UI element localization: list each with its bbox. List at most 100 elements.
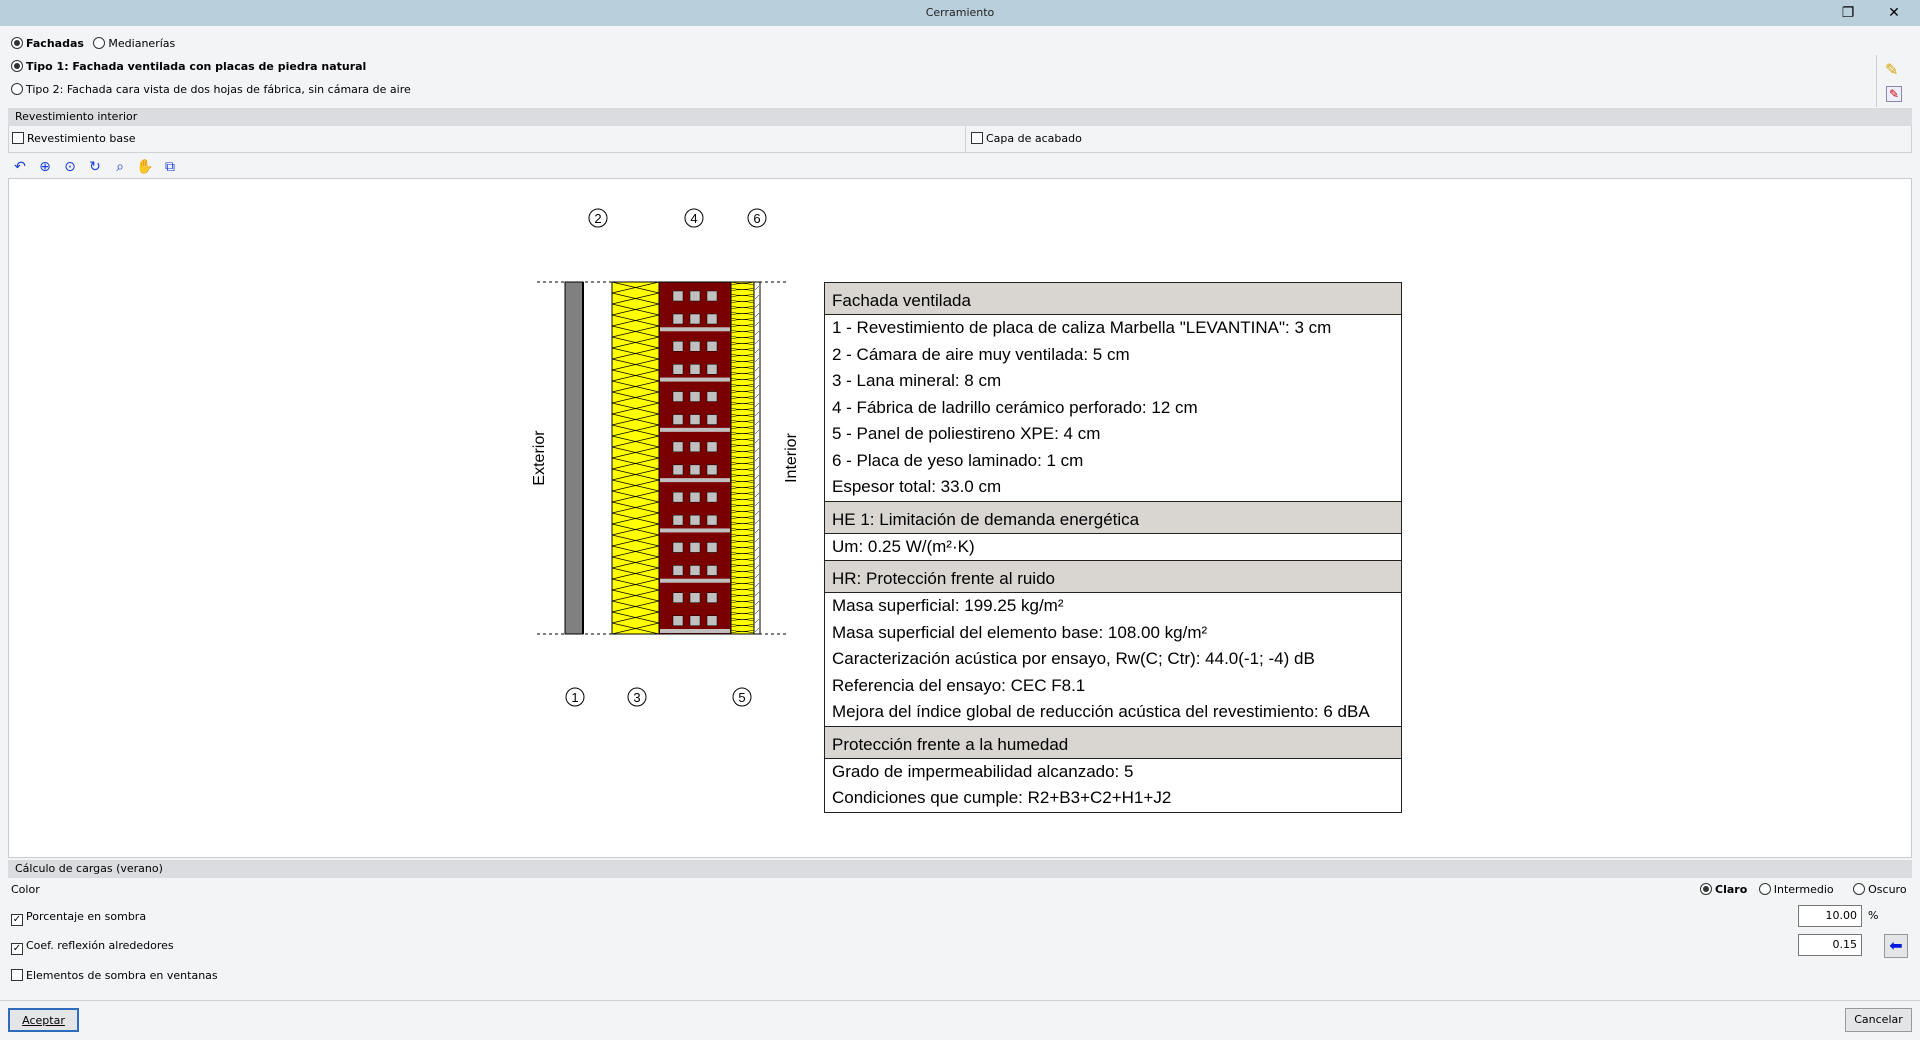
xpe-hatch <box>730 431 755 436</box>
marker-circle <box>588 208 608 228</box>
radio-medianerias[interactable]: Medianerías <box>93 37 175 50</box>
radio-fachadas[interactable]: Fachadas <box>11 37 84 50</box>
xpe-hatch <box>730 467 755 472</box>
zoom-x2-icon[interactable]: ⊙ <box>64 159 76 175</box>
brick-hole <box>706 391 718 402</box>
pan-hand-icon[interactable]: ✋ <box>136 159 154 175</box>
cargas-header: Cálculo de cargas (verano) <box>8 860 1912 878</box>
plaster-hatch <box>754 321 760 327</box>
checkbox-revestimiento-base[interactable]: Revestimiento base <box>12 132 136 145</box>
arrow-left-icon[interactable]: ⬅ <box>1884 934 1908 958</box>
table-row: Grado de impermeabilidad alcanzado: 5 <box>832 761 1134 781</box>
plaster-hatch <box>754 456 760 462</box>
brick-hole <box>672 592 684 603</box>
close-icon[interactable]: ✕ <box>1888 5 1900 21</box>
plaster-hatch <box>754 546 760 552</box>
plaster-hatch <box>754 609 760 615</box>
xpe-hatch <box>730 299 755 304</box>
brick-hole <box>706 441 718 453</box>
radio-tipo-2[interactable]: Tipo 2: Fachada cara vista de dos hojas … <box>11 83 411 96</box>
table-row: Masa superficial: 199.25 kg/m² <box>832 596 1064 615</box>
plaster-hatch <box>754 411 760 417</box>
checkbox-coef-reflexion[interactable]: ✓Coef. reflexión alrededores <box>11 939 174 955</box>
mortar-joint <box>660 528 730 533</box>
xpe-hatch <box>730 287 755 292</box>
sombra-unit: % <box>1868 909 1879 922</box>
wool-hatch <box>611 545 660 569</box>
wool-hatch <box>611 281 660 305</box>
brick-hole <box>672 391 684 402</box>
brick-hole <box>706 615 718 626</box>
brick-hole <box>672 414 684 425</box>
xpe-hatch <box>730 365 755 370</box>
table-row: 1 - Revestimiento de placa de caliza Mar… <box>832 318 1332 337</box>
plaster-hatch <box>754 537 760 543</box>
brick-hole <box>672 464 684 476</box>
table-row: 4 - Fábrica de ladrillo cerámico perfora… <box>832 397 1198 417</box>
coef-input[interactable]: 0.15 <box>1798 934 1862 956</box>
xpe-hatch <box>730 425 755 430</box>
pencil-icon[interactable]: ✎ <box>1885 60 1899 79</box>
mortar-joint <box>660 327 730 332</box>
restore-icon[interactable]: ❐ <box>1841 5 1855 21</box>
xpe-hatch <box>730 491 755 496</box>
plaster-hatch <box>754 330 760 336</box>
xpe-hatch <box>730 563 755 568</box>
brick-hole <box>672 615 684 626</box>
plaster-hatch <box>754 600 760 606</box>
layer-3-mineral-wool <box>611 281 660 635</box>
exterior-label: Exterior <box>531 430 548 486</box>
table-section-header: Fachada ventilada <box>825 283 1401 315</box>
edit-list-icon[interactable]: ✎ <box>1886 86 1902 102</box>
accept-button[interactable]: Aceptar <box>8 1008 79 1032</box>
brick-hole <box>689 290 701 302</box>
xpe-hatch <box>730 551 755 556</box>
plaster-hatch <box>754 582 760 588</box>
xpe-hatch <box>730 569 755 574</box>
radio-tipo-1[interactable]: Tipo 1: Fachada ventilada con placas de … <box>11 60 366 73</box>
zoom-window-icon[interactable]: ⌕ <box>116 159 124 175</box>
radio-claro[interactable]: Claro <box>1700 883 1747 896</box>
mortar-joint <box>660 377 730 382</box>
marker-label-5: 5 <box>738 690 745 705</box>
xpe-hatch <box>730 575 755 580</box>
radio-oscuro[interactable]: Oscuro <box>1853 883 1907 896</box>
table-row: Referencia del ensayo: CEC F8.1 <box>832 675 1086 695</box>
sombra-input[interactable]: 10.00 <box>1798 905 1862 927</box>
xpe-hatch <box>730 293 755 298</box>
brick-hole <box>689 441 701 453</box>
color-label: Color <box>11 883 40 896</box>
brick-hole <box>672 565 684 576</box>
xpe-hatch <box>730 557 755 562</box>
xpe-hatch <box>730 527 755 532</box>
plaster-hatch <box>754 528 760 534</box>
checkbox-elementos-sombra[interactable]: Elementos de sombra en ventanas <box>11 969 218 982</box>
type-radio-group: Fachadas Medianerías <box>11 37 175 50</box>
revestimiento-header: Revestimiento interior <box>8 108 1912 126</box>
mortar-joint <box>660 427 730 432</box>
table-section-header: Protección frente a la humedad <box>825 726 1401 759</box>
plaster-hatch <box>754 555 760 561</box>
radio-intermedio[interactable]: Intermedio <box>1758 883 1834 896</box>
wool-hatch <box>611 523 660 547</box>
checkbox-porcentaje-sombra[interactable]: ✓Porcentaje en sombra <box>11 910 147 926</box>
plaster-hatch <box>754 402 760 408</box>
plaster-hatch <box>754 375 760 381</box>
brick-hole <box>689 592 701 603</box>
xpe-hatch <box>730 539 755 544</box>
xpe-hatch <box>730 305 755 310</box>
plaster-hatch <box>754 294 760 300</box>
cancel-button[interactable]: Cancelar <box>1845 1008 1912 1032</box>
checkbox-capa-acabado[interactable]: Capa de acabado <box>971 132 1082 145</box>
brick-hole <box>672 441 684 453</box>
wool-hatch <box>611 457 660 481</box>
zoom-extents-icon[interactable]: ⊕ <box>39 159 51 175</box>
wool-hatch <box>611 611 660 635</box>
redraw-icon[interactable]: ↻ <box>89 159 101 175</box>
wool-hatch <box>611 479 660 503</box>
plaster-hatch <box>754 285 760 291</box>
xpe-hatch <box>730 611 755 616</box>
xpe-hatch <box>730 581 755 586</box>
zoom-previous-icon[interactable]: ↶ <box>14 159 26 175</box>
export-view-icon[interactable]: ⧉ <box>165 159 175 175</box>
